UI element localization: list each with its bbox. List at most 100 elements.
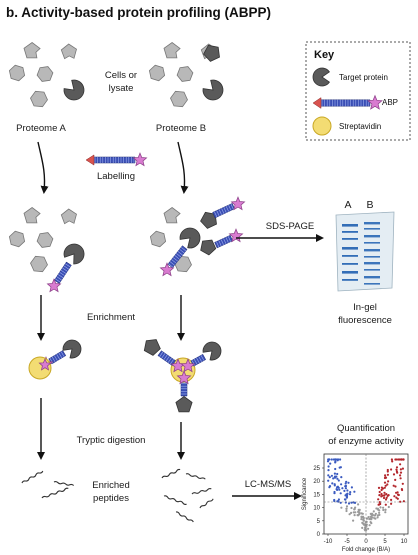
arrow-labelling-a (37, 141, 49, 194)
volcano-point (383, 481, 387, 484)
gel-band-b (364, 283, 380, 285)
volcano-point (385, 496, 388, 499)
probe-stripe (169, 359, 174, 365)
volcano-point (337, 479, 340, 482)
volcano-point (392, 484, 395, 487)
volcano-point (333, 499, 336, 503)
ingel-label-line2: fluorescence (338, 315, 392, 326)
volcano-point (336, 488, 339, 491)
volcano-point (385, 493, 388, 496)
pacman-protein-icon (312, 67, 330, 87)
bound-probe-b2 (159, 245, 188, 277)
volcano-point (378, 501, 381, 504)
peptide (161, 468, 181, 479)
labelling-label: Labelling (97, 171, 135, 182)
volcano-point (345, 494, 349, 497)
volcano-point (344, 498, 347, 501)
tryptic-digestion-label: Tryptic digestion (77, 435, 146, 446)
probe-stripe (218, 240, 222, 247)
y-tick-label: 0 (317, 532, 321, 538)
volcano-point (339, 492, 342, 495)
lane-a-label: A (344, 199, 351, 211)
volcano-point (395, 458, 398, 461)
volcano-point (399, 468, 402, 471)
volcano-point (353, 501, 357, 504)
probe-stripe (58, 352, 63, 359)
volcano-point (387, 505, 390, 509)
protein-shape (163, 42, 181, 59)
volcano-point (365, 525, 368, 528)
protein-shape (23, 42, 41, 59)
volcano-point (382, 506, 385, 509)
probe-stripe (62, 267, 68, 272)
gel-band-b (364, 256, 380, 258)
volcano-point (337, 458, 340, 461)
volcano-point (383, 491, 386, 494)
volcano-point (357, 514, 360, 517)
volcano-point (345, 496, 348, 499)
probe-stripe (163, 354, 168, 360)
volcano-point (328, 476, 331, 479)
probe-stripe (56, 276, 62, 281)
volcano-point (367, 516, 370, 519)
probe-stripe (60, 269, 67, 274)
probe-stripe (172, 257, 178, 262)
probe-stripe (228, 204, 232, 211)
enriched-complex-a (28, 339, 82, 380)
volcano-point (397, 493, 400, 497)
volcano-point (327, 479, 330, 482)
target-protein-b2 (143, 339, 161, 356)
volcano-point (340, 483, 343, 486)
bound-probe-b3 (176, 370, 192, 397)
x-tick-label: -10 (324, 539, 333, 545)
volcano-point (397, 458, 400, 461)
peptide (191, 487, 212, 495)
volcano-point (383, 486, 386, 489)
probe-stripe (63, 265, 69, 270)
proteome-b-label: Proteome B (156, 123, 206, 134)
volcano-point (343, 489, 346, 492)
volcano-point (383, 494, 386, 497)
x-tick-label: -5 (344, 539, 350, 545)
volcano-point (370, 522, 373, 525)
volcano-point (392, 473, 396, 476)
peptide (175, 511, 194, 523)
volcano-point (380, 492, 383, 496)
volcano-point (352, 511, 355, 514)
volcano-point (384, 476, 388, 479)
protein-shape (30, 90, 48, 108)
target-protein-b3 (175, 396, 193, 413)
gel-band-a (342, 224, 358, 227)
protein-shape (36, 232, 54, 248)
probe-stripe (168, 263, 174, 268)
probe-stripe (216, 210, 220, 217)
probe-stripe (181, 247, 187, 252)
probe-stripe (223, 207, 227, 213)
key-heading: Key (314, 49, 335, 61)
volcano-point (399, 500, 402, 503)
probe-stripe (55, 278, 61, 283)
volcano-point (348, 513, 351, 516)
volcano-point (357, 510, 360, 513)
volcano-point (330, 458, 333, 461)
probe-stripe (218, 209, 222, 216)
gel-band-a (342, 255, 358, 257)
probe-stripe (59, 272, 65, 276)
peptide (41, 487, 69, 499)
y-tick-label: 15 (313, 492, 320, 498)
volcano-point (379, 506, 382, 509)
figure-title: b. Activity-based protein profiling (ABP… (6, 5, 271, 20)
peptide (163, 495, 187, 505)
y-tick-label: 5 (317, 519, 321, 525)
gel-band-b (364, 235, 380, 238)
proteome-a-label: Proteome A (16, 123, 66, 134)
volcano-point (327, 469, 330, 472)
volcano-point (336, 477, 339, 480)
peptides-b (161, 468, 214, 523)
volcano-point (401, 482, 404, 485)
volcano-point (378, 509, 381, 512)
fluorophore-star (176, 370, 192, 385)
volcano-point (368, 517, 371, 521)
peptides-a (21, 470, 75, 499)
